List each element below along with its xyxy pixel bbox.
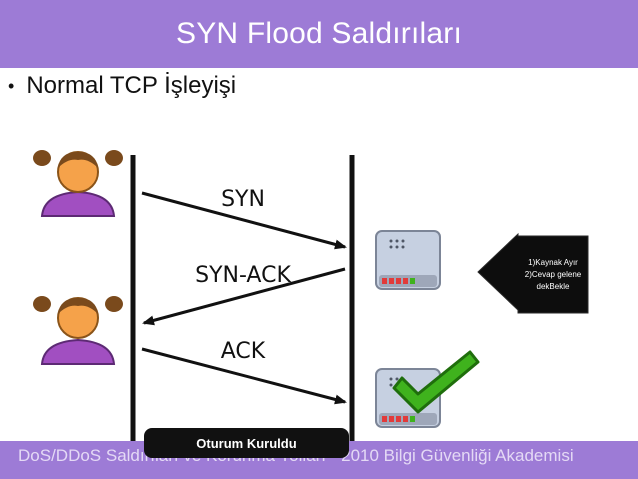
callout-arrow: [477, 232, 589, 314]
callout-line-1: 1)Kaynak Ayır: [528, 258, 578, 267]
ack-label: ACK: [221, 339, 266, 364]
user-icon: [33, 296, 123, 365]
bullet-item: • Normal TCP İşleyişi: [8, 72, 236, 100]
title-bar: SYN Flood Saldırıları: [0, 0, 638, 68]
server-icon: [375, 230, 441, 290]
syn-arrow: [141, 191, 347, 250]
session-established-box: Oturum Kuruldu: [144, 428, 349, 458]
syn-ack-arrow: [142, 267, 346, 326]
bullet-text: Normal TCP İşleyişi: [26, 72, 237, 99]
checkmark-icon: [392, 350, 480, 414]
callout-line-3: dekBekle: [537, 282, 570, 291]
slide-title: SYN Flood Saldırıları: [176, 17, 462, 50]
session-label: Oturum Kuruldu: [196, 435, 297, 451]
user-icon: [33, 150, 123, 217]
callout-line-2: 2)Cevap gelene: [525, 270, 582, 279]
syn-label: SYN: [221, 187, 265, 212]
syn-ack-label: SYN-ACK: [195, 263, 291, 288]
ack-arrow: [141, 347, 347, 405]
bullet-icon: •: [8, 75, 15, 96]
